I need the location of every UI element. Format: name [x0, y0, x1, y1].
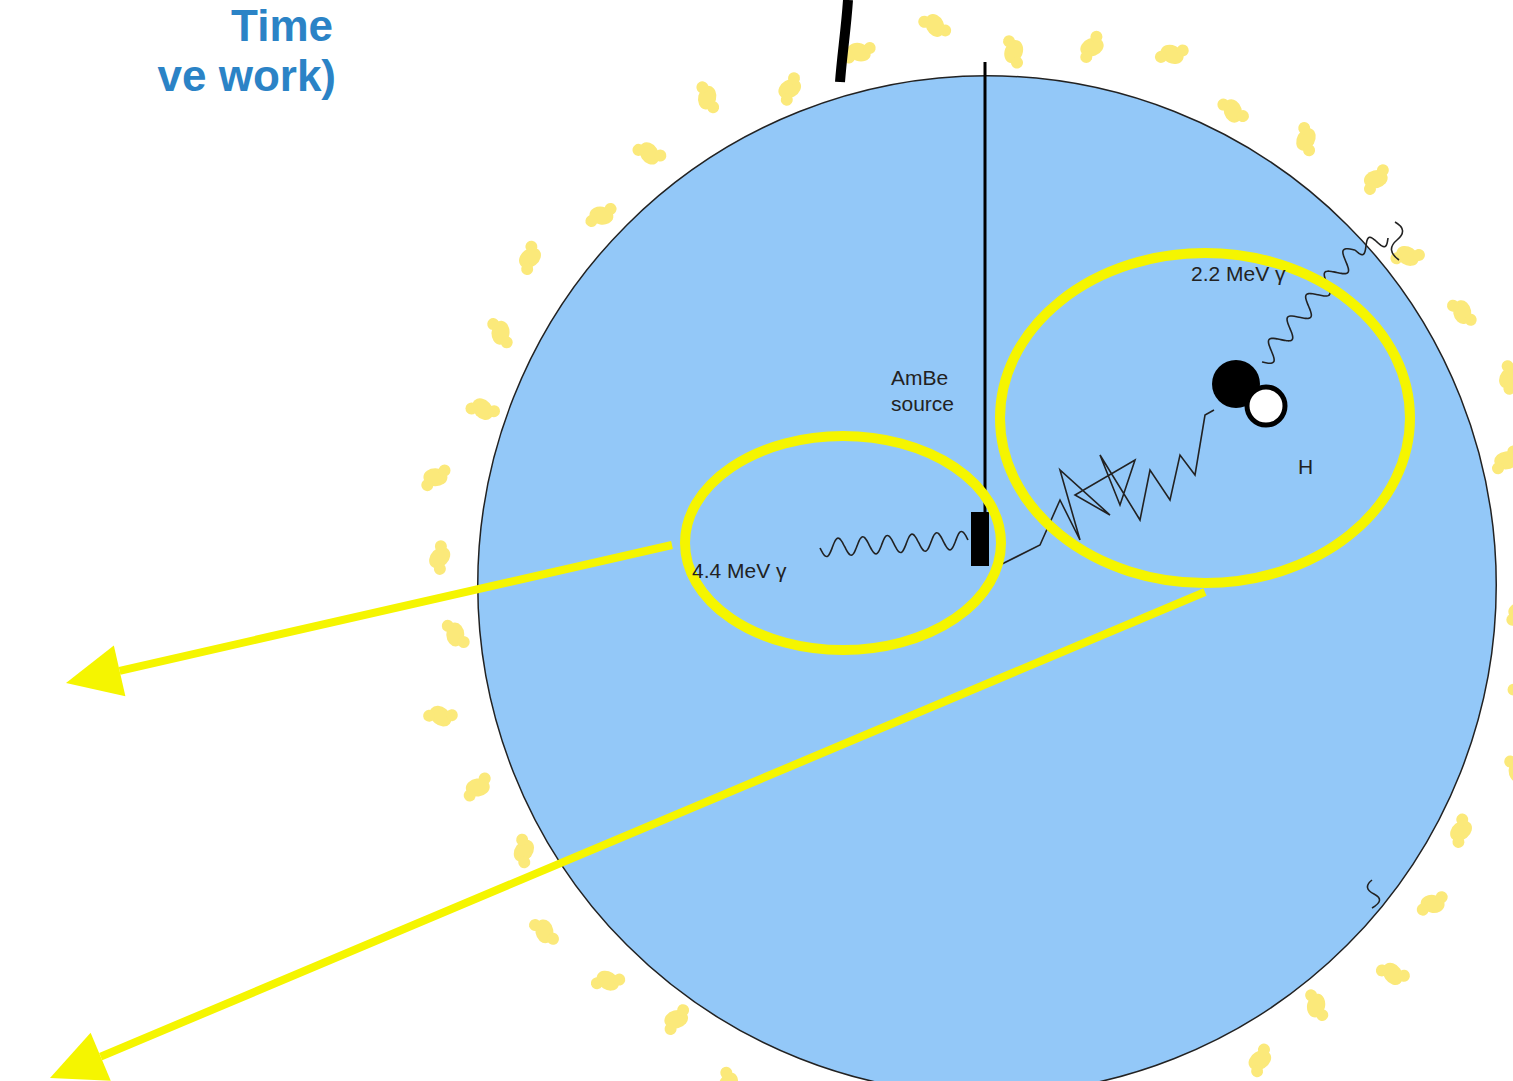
pmt-blob: [630, 133, 669, 172]
diagram-text: 4.4 MeV γ: [692, 558, 787, 584]
slide-heading: Time: [231, 2, 333, 50]
highlight-ellipse: 4.4 MeV γ: [680, 431, 1006, 655]
cable: [840, 0, 848, 82]
shape-outline: [995, 248, 1415, 588]
pmt-blob: [995, 34, 1031, 71]
pointer-head: [66, 645, 125, 696]
pointer-head: [50, 1033, 111, 1081]
gamma-wave: [1355, 237, 1388, 254]
pmt-blob: [1441, 811, 1481, 850]
neutron-path: [1000, 410, 1214, 565]
pmt-blob: [504, 831, 543, 870]
pmt-blob: [1288, 120, 1326, 158]
diagram-text: 2.2 MeV γ: [1191, 261, 1286, 287]
pmt-blob: [771, 70, 810, 108]
pmt-blob: [710, 1065, 747, 1081]
pmt-blob: [1216, 92, 1251, 128]
pointer-line: [120, 545, 672, 671]
pmt-blob: [1359, 163, 1394, 196]
pmt-blob: [510, 238, 549, 277]
pmt-blob: [691, 80, 724, 114]
pmt-blob: [421, 464, 450, 492]
gamma-wave: [820, 531, 968, 556]
pmt-blob: [1241, 1041, 1280, 1079]
pmt-blob: [1416, 888, 1448, 919]
pmt-blob: [528, 915, 560, 949]
proton-ball: [1247, 387, 1285, 425]
pmt-blob: [485, 318, 514, 349]
pmt-blob: [421, 538, 461, 578]
pmt-blob: [1505, 671, 1513, 711]
diagram-text: H: [1298, 454, 1313, 480]
pmt-blob: [585, 199, 618, 230]
pmt-blob: [1503, 755, 1513, 786]
highlight-ellipse: 2.2 MeV γ H: [995, 248, 1415, 588]
diagram-text: AmBe source: [891, 365, 975, 418]
pmt-blob: [1153, 35, 1191, 72]
ambe-capsule: [971, 512, 989, 566]
pmt-blob: [589, 962, 628, 1000]
pmt-blobs: [421, 7, 1513, 1081]
pmt-blob: [1490, 445, 1513, 475]
pmt-blob: [461, 772, 493, 802]
pmt-blob: [442, 619, 470, 649]
pmt-blob: [421, 696, 461, 735]
slide-heading: ve work): [157, 52, 336, 100]
pmt-blob: [659, 1003, 694, 1037]
pmt-blob: [916, 7, 953, 45]
gamma-wave: [1391, 222, 1402, 260]
pmt-blob: [1446, 296, 1478, 329]
gamma-wave: [1367, 880, 1379, 908]
pmt-blob: [1300, 988, 1332, 1022]
pmt-blob: [463, 390, 502, 430]
pmt-blob: [1374, 953, 1413, 992]
pointer-line: [101, 592, 1205, 1057]
pmt-blob: [1506, 599, 1513, 626]
pmt-blob: [1489, 358, 1513, 397]
source-rod: [984, 62, 987, 520]
pmt-blob: [1073, 29, 1110, 65]
pointer-arrows: [50, 545, 1205, 1081]
shape-outline: [680, 431, 1006, 655]
detector-sphere: AmBe source 4.4 MeV γ 2.2 MeV γ H: [477, 75, 1497, 1081]
